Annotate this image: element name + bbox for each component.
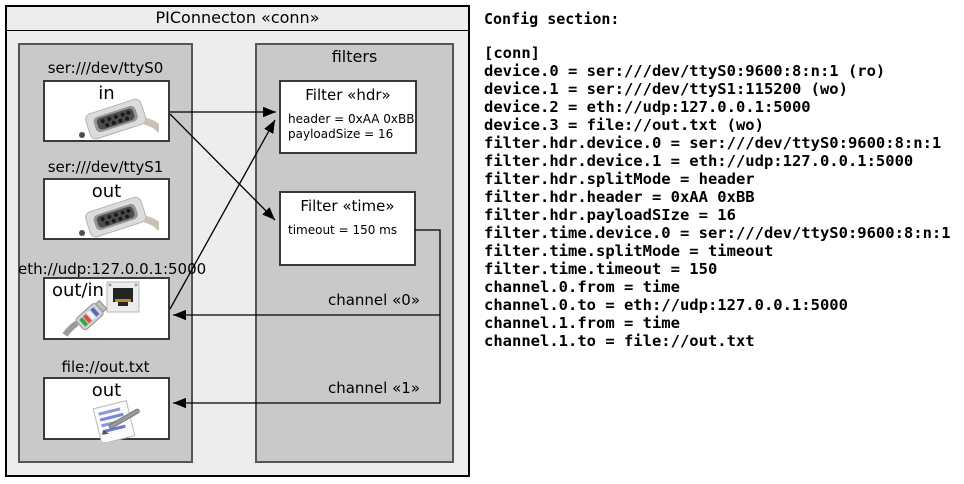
config-line: filter.time.splitMode = timeout — [484, 242, 774, 260]
device-direction: out — [91, 380, 122, 401]
config-line: filter.hdr.header = 0xAA 0xBB — [484, 188, 755, 206]
filter-prop: header = 0xAA 0xBB — [288, 112, 415, 126]
config-line: filter.hdr.device.1 = eth://udp:127.0.0.… — [484, 152, 914, 170]
filter-hdr-box: Filter «hdr» header = 0xAA 0xBB payloadS… — [279, 80, 417, 154]
config-line: filter.hdr.device.0 = ser:///dev/ttyS0:9… — [484, 134, 942, 152]
filter-prop: timeout = 150 ms — [288, 223, 398, 237]
device-box-ttys1: out — [43, 178, 170, 240]
config-heading: Config section: — [484, 10, 620, 28]
device-label-ttys0: ser:///dev/ttyS0 — [47, 59, 164, 77]
channel-0-label: channel «0» — [327, 291, 420, 309]
ethernet-connector-icon — [62, 281, 140, 337]
config-line: filter.hdr.splitMode = header — [484, 170, 755, 188]
device-label-file: file://out.txt — [61, 358, 150, 376]
device-label-ttys1: ser:///dev/ttyS1 — [47, 158, 164, 176]
serial-connector-icon — [79, 196, 159, 238]
filter-hdr-title: Filter «hdr» — [305, 86, 391, 104]
filter-hdr-props: header = 0xAA 0xBB payloadSize = 16 — [281, 104, 415, 142]
diagram-title: PIConnecton «conn» — [5, 5, 470, 31]
config-line: filter.time.timeout = 150 — [484, 260, 718, 278]
device-box-ttys0: in — [43, 80, 170, 142]
config-line: filter.hdr.payloadSIze = 16 — [484, 206, 736, 224]
config-line: device.0 = ser:///dev/ttyS0:9600:8:n:1 (… — [484, 62, 886, 80]
device-direction: out — [91, 181, 122, 202]
config-line: channel.1.to = file://out.txt — [484, 332, 755, 350]
config-line: device.3 = file://out.txt (wo) — [484, 116, 764, 134]
device-box-eth: out/in — [43, 277, 170, 340]
filter-prop: payloadSize = 16 — [288, 127, 394, 141]
config-line: [conn] — [484, 44, 540, 62]
config-line: channel.0.from = time — [484, 278, 680, 296]
device-box-file: out — [43, 377, 170, 442]
channel-1-label: channel «1» — [327, 379, 420, 397]
device-direction: in — [98, 83, 115, 104]
config-line: device.1 = ser:///dev/ttyS1:115200 (wo) — [484, 80, 848, 98]
config-line: channel.0.to = eth://udp:127.0.0.1:5000 — [484, 296, 848, 314]
filter-time-title: Filter «time» — [300, 197, 395, 215]
config-line: filter.time.device.0 = ser:///dev/ttyS0:… — [484, 224, 951, 242]
filter-time-box: Filter «time» timeout = 150 ms — [279, 191, 416, 266]
config-line: channel.1.from = time — [484, 314, 680, 332]
device-direction: out/in — [52, 280, 104, 301]
connection-diagram: PIConnecton «conn» filters ser:///dev/tt… — [0, 0, 480, 484]
config-section: Config section: [conn] device.0 = ser://… — [484, 0, 964, 484]
device-label-eth: eth://udp:127.0.0.1:5000 — [18, 260, 207, 278]
serial-connector-icon — [79, 98, 159, 140]
notepad-icon — [92, 400, 140, 442]
filter-time-props: timeout = 150 ms — [281, 215, 414, 238]
filters-panel-title: filters — [331, 47, 378, 66]
config-lines: [conn] device.0 = ser:///dev/ttyS0:9600:… — [484, 44, 951, 350]
config-line: device.2 = eth://udp:127.0.0.1:5000 — [484, 98, 811, 116]
